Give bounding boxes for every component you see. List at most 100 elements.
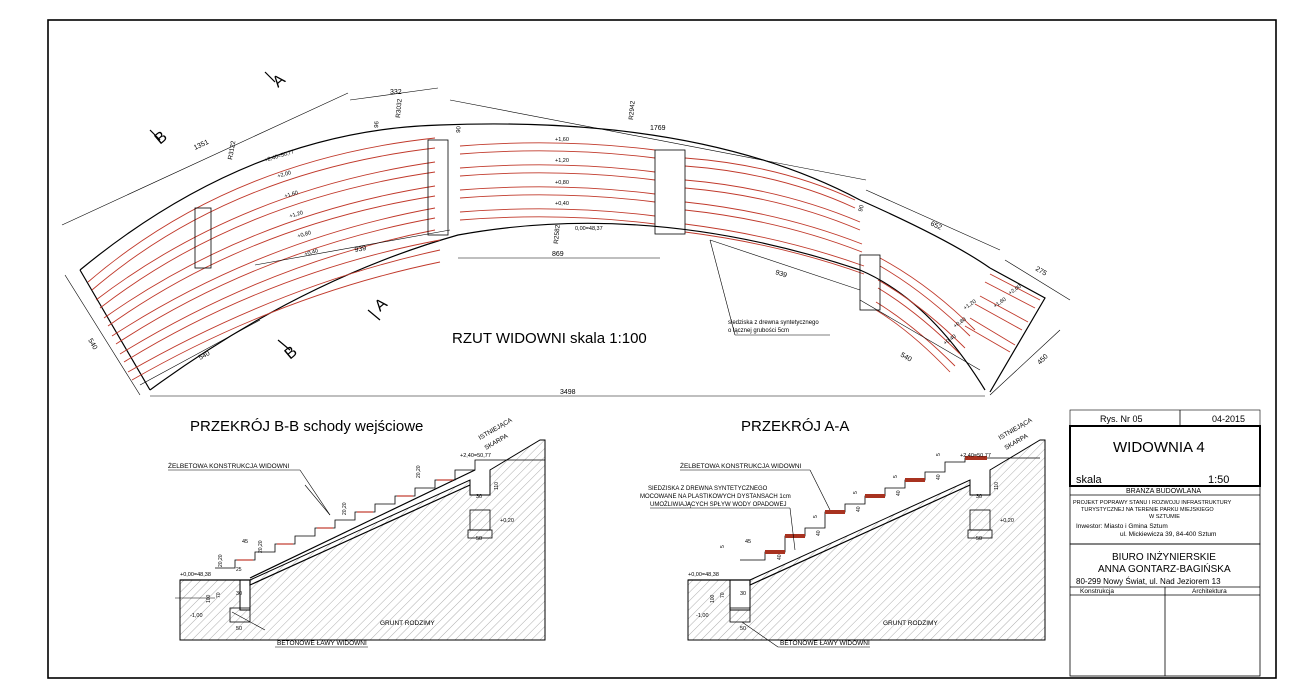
elev-plan-10: +0,80 xyxy=(555,180,569,186)
sheet-border xyxy=(47,19,1277,679)
elev-plan-12: +2,00 xyxy=(1008,284,1023,297)
bb-structure-label: ŻELBETOWA KONSTRUKCJA WIDOWNI xyxy=(168,461,290,470)
elev-plan-4: +1,20 xyxy=(289,210,304,220)
aa-dim-30-a: 30 xyxy=(740,591,746,597)
bb-dim-100: 100 xyxy=(206,594,212,603)
radius-3032: R3032 xyxy=(395,98,404,118)
tb-office-3: 80-299 Nowy Świat, ul. Nad Jeziorem 13 xyxy=(1076,577,1221,586)
bb-dim-50-a: 50 xyxy=(236,626,242,632)
aa-structure-label: ŻELBETOWA KONSTRUKCJA WIDOWNI xyxy=(680,461,802,470)
plan-title: RZUT WIDOWNI skala 1:100 xyxy=(452,330,647,347)
elev-plan-15: +0,80 xyxy=(953,317,968,330)
bb-dim-2020-d: 20,20 xyxy=(416,465,422,478)
elev-plan-14: +1,20 xyxy=(963,299,978,312)
bb-elev-top: +2,40=50,77 xyxy=(460,453,491,459)
dim-332: 332 xyxy=(390,89,402,96)
dim-3498: 3498 xyxy=(560,389,576,396)
bb-footing-label: BETONOWE ŁAWY WIDOWNI xyxy=(277,640,367,647)
seat-note-line2: o łącznej grubości 5cm xyxy=(728,328,789,334)
dim-540-left: 540 xyxy=(198,350,212,362)
dim-96: 96 xyxy=(374,120,381,128)
tb-scale-label: skala xyxy=(1076,474,1103,486)
aa-dim-110: 110 xyxy=(994,482,1000,490)
dim-90-b: 90 xyxy=(858,204,866,213)
aa-dim-100: 100 xyxy=(710,594,716,603)
radius-2582: R2582 xyxy=(553,224,562,244)
dim-540-side: 540 xyxy=(86,338,98,352)
bb-elev-zero: +0,00=48,38 xyxy=(180,572,211,578)
aa-dim-70: 70 xyxy=(720,592,726,598)
bb-dim-50-b: 50 xyxy=(476,536,482,542)
aa-seat-2: MOCOWANE NA PLASTIKOWYCH DYSTANSACH 1cm xyxy=(640,494,791,500)
dim-1351: 1351 xyxy=(193,139,210,152)
tb-project-2: TURYSTYCZNEJ NA TERENIE PARKU MIEJSKIEGO xyxy=(1081,507,1214,513)
tb-branch: BRANŻA BUDOWLANA xyxy=(1126,486,1201,495)
aa-dim-50-a: 50 xyxy=(740,626,746,632)
section-a-top: A xyxy=(270,71,289,91)
dim-90-a: 90 xyxy=(456,125,463,133)
section-aa: PRZEKRÓJ A-A ŻELBETOWA KONSTRUKCJA WIDOW… xyxy=(640,417,1046,648)
title-block: Rys. Nr 05 04-2015 WIDOWNIA 4 skala 1:50… xyxy=(1069,409,1261,677)
aa-dim-30-b: 30 xyxy=(976,494,982,500)
bb-dim-110: 110 xyxy=(494,482,500,490)
bb-dim-2020-b: 20,20 xyxy=(258,540,264,553)
elev-plan-7: 0,00=48,37 xyxy=(575,226,603,232)
aa-dim-40-c: 40 xyxy=(856,506,862,512)
tb-office-1: BIURO INŻYNIERSKIE xyxy=(1112,550,1216,563)
aa-footing-label: BETONOWE ŁAWY WIDOWNI xyxy=(780,640,870,647)
radius-3122: R3122 xyxy=(227,140,237,160)
plan-view: A A B B 1351 332 1769 652 275 869 939 93… xyxy=(61,71,1071,397)
aa-elev-zero: +0,00=48,38 xyxy=(688,572,719,578)
elev-plan-6: +0,40 xyxy=(304,248,319,258)
aa-elev-minus: -1,00 xyxy=(696,613,709,619)
tb-investor-2: ul. Mickiewicza 39, 84-400 Sztum xyxy=(1120,531,1216,538)
aa-dim-5-c: 5 xyxy=(853,491,859,494)
aa-elev-top: +2,40=50,77 xyxy=(960,453,991,459)
tb-rys: Rys. Nr 05 xyxy=(1100,414,1143,424)
dim-869: 869 xyxy=(552,251,564,258)
elev-plan-8: +1,60 xyxy=(555,137,569,143)
tb-name: WIDOWNIA 4 xyxy=(1113,439,1205,456)
tb-date: 04-2015 xyxy=(1212,414,1245,424)
aa-seat-1: SIEDZISKA Z DREWNA SYNTETYCZNEGO xyxy=(648,486,768,492)
section-markers xyxy=(149,71,381,351)
section-bb-title: PRZEKRÓJ B-B schody wejściowe xyxy=(190,418,423,435)
bb-ground-label: GRUNT RODZIMY xyxy=(380,620,435,627)
aa-dim-5-e: 5 xyxy=(936,453,942,456)
elev-plan-2: +2,00 xyxy=(277,170,292,180)
elev-plan-5: +0,80 xyxy=(297,230,312,240)
aa-dim-45: 45 xyxy=(745,539,751,545)
aa-dim-50-b: 50 xyxy=(976,536,982,542)
tb-investor-1: Inwestor: Miasto i Gmina Sztum xyxy=(1076,523,1168,530)
tb-office-2: ANNA GONTARZ-BAGIŃSKA xyxy=(1098,562,1231,575)
elev-plan-3: +1,60 xyxy=(284,190,299,200)
dim-540-right: 540 xyxy=(899,352,913,364)
elev-plan-13: +1,60 xyxy=(993,297,1008,310)
aa-dim-40-a: 40 xyxy=(777,554,783,560)
section-b-top: B xyxy=(152,128,171,148)
dim-1769: 1769 xyxy=(650,125,666,132)
bb-dim-2020-a: 20,20 xyxy=(218,554,224,567)
tb-col-2: Architektura xyxy=(1192,588,1227,595)
aa-dim-5-b: 5 xyxy=(813,515,819,518)
bb-dim-45: 45 xyxy=(242,539,248,545)
aa-dim-40-e: 40 xyxy=(936,474,942,480)
dim-450: 450 xyxy=(1036,353,1049,366)
bb-dim-70: 70 xyxy=(216,592,222,598)
plan-dimensions xyxy=(61,87,1071,397)
aa-dim-5-a: 5 xyxy=(720,545,726,548)
section-a-bottom: A xyxy=(372,295,391,315)
dim-939-left: 939 xyxy=(354,245,367,254)
elev-plan-11: +0,40 xyxy=(555,201,569,207)
bb-dim-30-a: 30 xyxy=(236,591,242,597)
bb-dim-2020-c: 20,20 xyxy=(342,502,348,515)
seat-note-line1: siedziska z drewna syntetycznego xyxy=(728,320,819,326)
bb-elev-plus020: +0,20 xyxy=(500,518,514,524)
aa-dim-40-d: 40 xyxy=(896,490,902,496)
tb-project-1: PROJEKT POPRAWY STANU I ROZWOJU INFRASTR… xyxy=(1073,500,1232,506)
aa-ground-label: GRUNT RODZIMY xyxy=(883,620,938,627)
aa-dim-40-b: 40 xyxy=(816,530,822,536)
dim-652: 652 xyxy=(929,220,943,231)
elev-plan-9: +1,20 xyxy=(555,158,569,164)
dim-275: 275 xyxy=(1034,266,1048,278)
